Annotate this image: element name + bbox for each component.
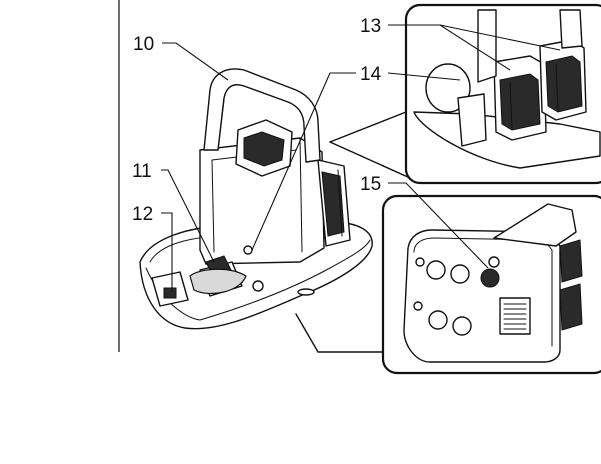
- svg-text:15: 15: [360, 174, 381, 195]
- callout-14: 14: [251, 64, 461, 251]
- inset-bottom-right: [381, 194, 601, 375]
- svg-text:14: 14: [360, 64, 382, 85]
- callout-10: 10: [133, 34, 229, 81]
- svg-text:12: 12: [132, 204, 153, 225]
- svg-text:13: 13: [360, 16, 381, 37]
- callout-11: 11: [132, 161, 215, 263]
- callout-13: 13: [360, 16, 561, 71]
- callout-15: 15: [360, 174, 489, 269]
- callout-12: 12: [132, 204, 173, 292]
- svg-text:10: 10: [133, 34, 154, 55]
- inset-top-right: [404, 3, 601, 185]
- svg-text:11: 11: [132, 161, 152, 182]
- charger-main-view: [139, 68, 411, 353]
